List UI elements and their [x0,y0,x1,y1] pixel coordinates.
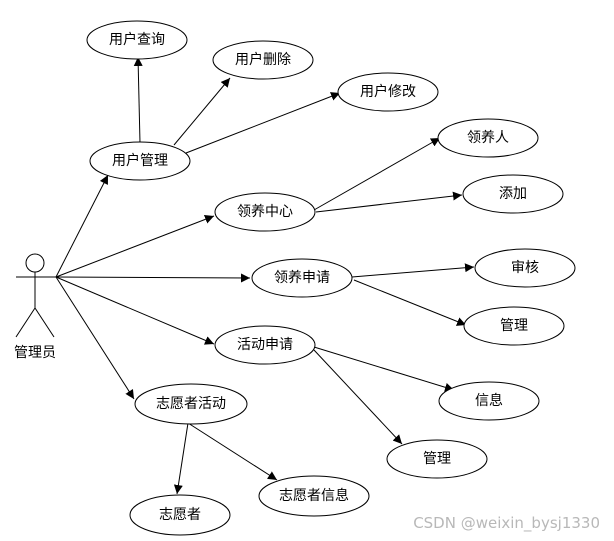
actor: 管理员 [14,253,56,361]
edge-zhongxin-lingyangren [313,137,441,211]
use-case-label: 用户删除 [235,51,291,68]
edge-actor-lingyang-zhongxin [55,215,215,278]
edge-actor-yonghu-guanli [55,174,109,278]
use-case-label: 领养中心 [237,204,293,220]
use-case-label: 用户查询 [109,31,165,48]
use-case-huodong-shenqing: 活动申请 [214,325,316,365]
use-case-label: 添加 [499,186,527,202]
use-case-guanli-2: 管理 [386,439,488,479]
use-case-yonghu-chaxun: 用户查询 [86,20,188,60]
use-case-label: 用户修改 [360,83,416,100]
use-case-yonghu-guanli: 用户管理 [89,141,191,181]
edge-zyhd-zhiyuanzhe-xinxi [187,422,278,481]
edge-huodong-xinxi [313,346,455,392]
use-case-lingyang-zhongxin: 领养中心 [214,192,316,232]
edge-zyhd-zhiyuanzhe [173,422,189,495]
edge-actor-huodong-shenqing [55,276,215,345]
edge-guanli-shanchu [173,77,231,146]
edge-guanli-chaxun [133,56,143,144]
use-case-label: 领养申请 [274,270,330,286]
edges [55,56,475,495]
use-case-tianjia: 添加 [462,174,564,214]
use-case-lingyang-shenqing: 领养申请 [251,258,353,298]
use-case-xinxi: 信息 [438,381,540,421]
use-case-label: 志愿者活动 [156,396,226,412]
use-case-yonghu-shanchu: 用户删除 [212,40,314,80]
use-case-label: 志愿者 [159,507,201,523]
edge-zhongxin-tianjia [315,191,463,213]
actor-leg-left [15,307,36,338]
watermark: CSDN @weixin_bysj1330 [413,514,600,533]
actor-head-icon [25,253,45,273]
use-case-label: 管理 [500,318,528,334]
use-case-label: 志愿者信息 [279,487,349,504]
edge-guanli-xiugai [185,92,341,154]
use-case-label: 管理 [423,451,451,467]
actor-label: 管理员 [14,345,56,361]
use-case-label: 用户管理 [112,152,168,169]
use-case-zhiyuanzhe-xinxi: 志愿者信息 [258,475,370,517]
use-case-zhiyuanzhe-huodong: 志愿者活动 [134,383,248,425]
edge-huodong-guanli [313,349,403,445]
use-case-label: 活动申请 [237,337,293,353]
use-case-label: 信息 [475,392,503,409]
use-case-guanli-1: 管理 [463,306,565,346]
use-case-label: 领养人 [467,130,509,146]
actor-leg-right [34,307,55,338]
edge-shenqing-shenhe [351,263,475,278]
use-case-yonghu-xiugai: 用户修改 [337,72,439,112]
use-case-zhiyuanzhe: 志愿者 [129,494,231,536]
edge-actor-zhiyuanzhe-huodong [55,276,135,400]
edge-shenqing-guanli [353,279,467,326]
use-case-label: 审核 [511,260,539,276]
use-case-shenhe: 审核 [474,248,576,288]
use-case-lingyangren: 领养人 [437,118,539,158]
edge-actor-lingyang-shenqing [55,273,251,283]
